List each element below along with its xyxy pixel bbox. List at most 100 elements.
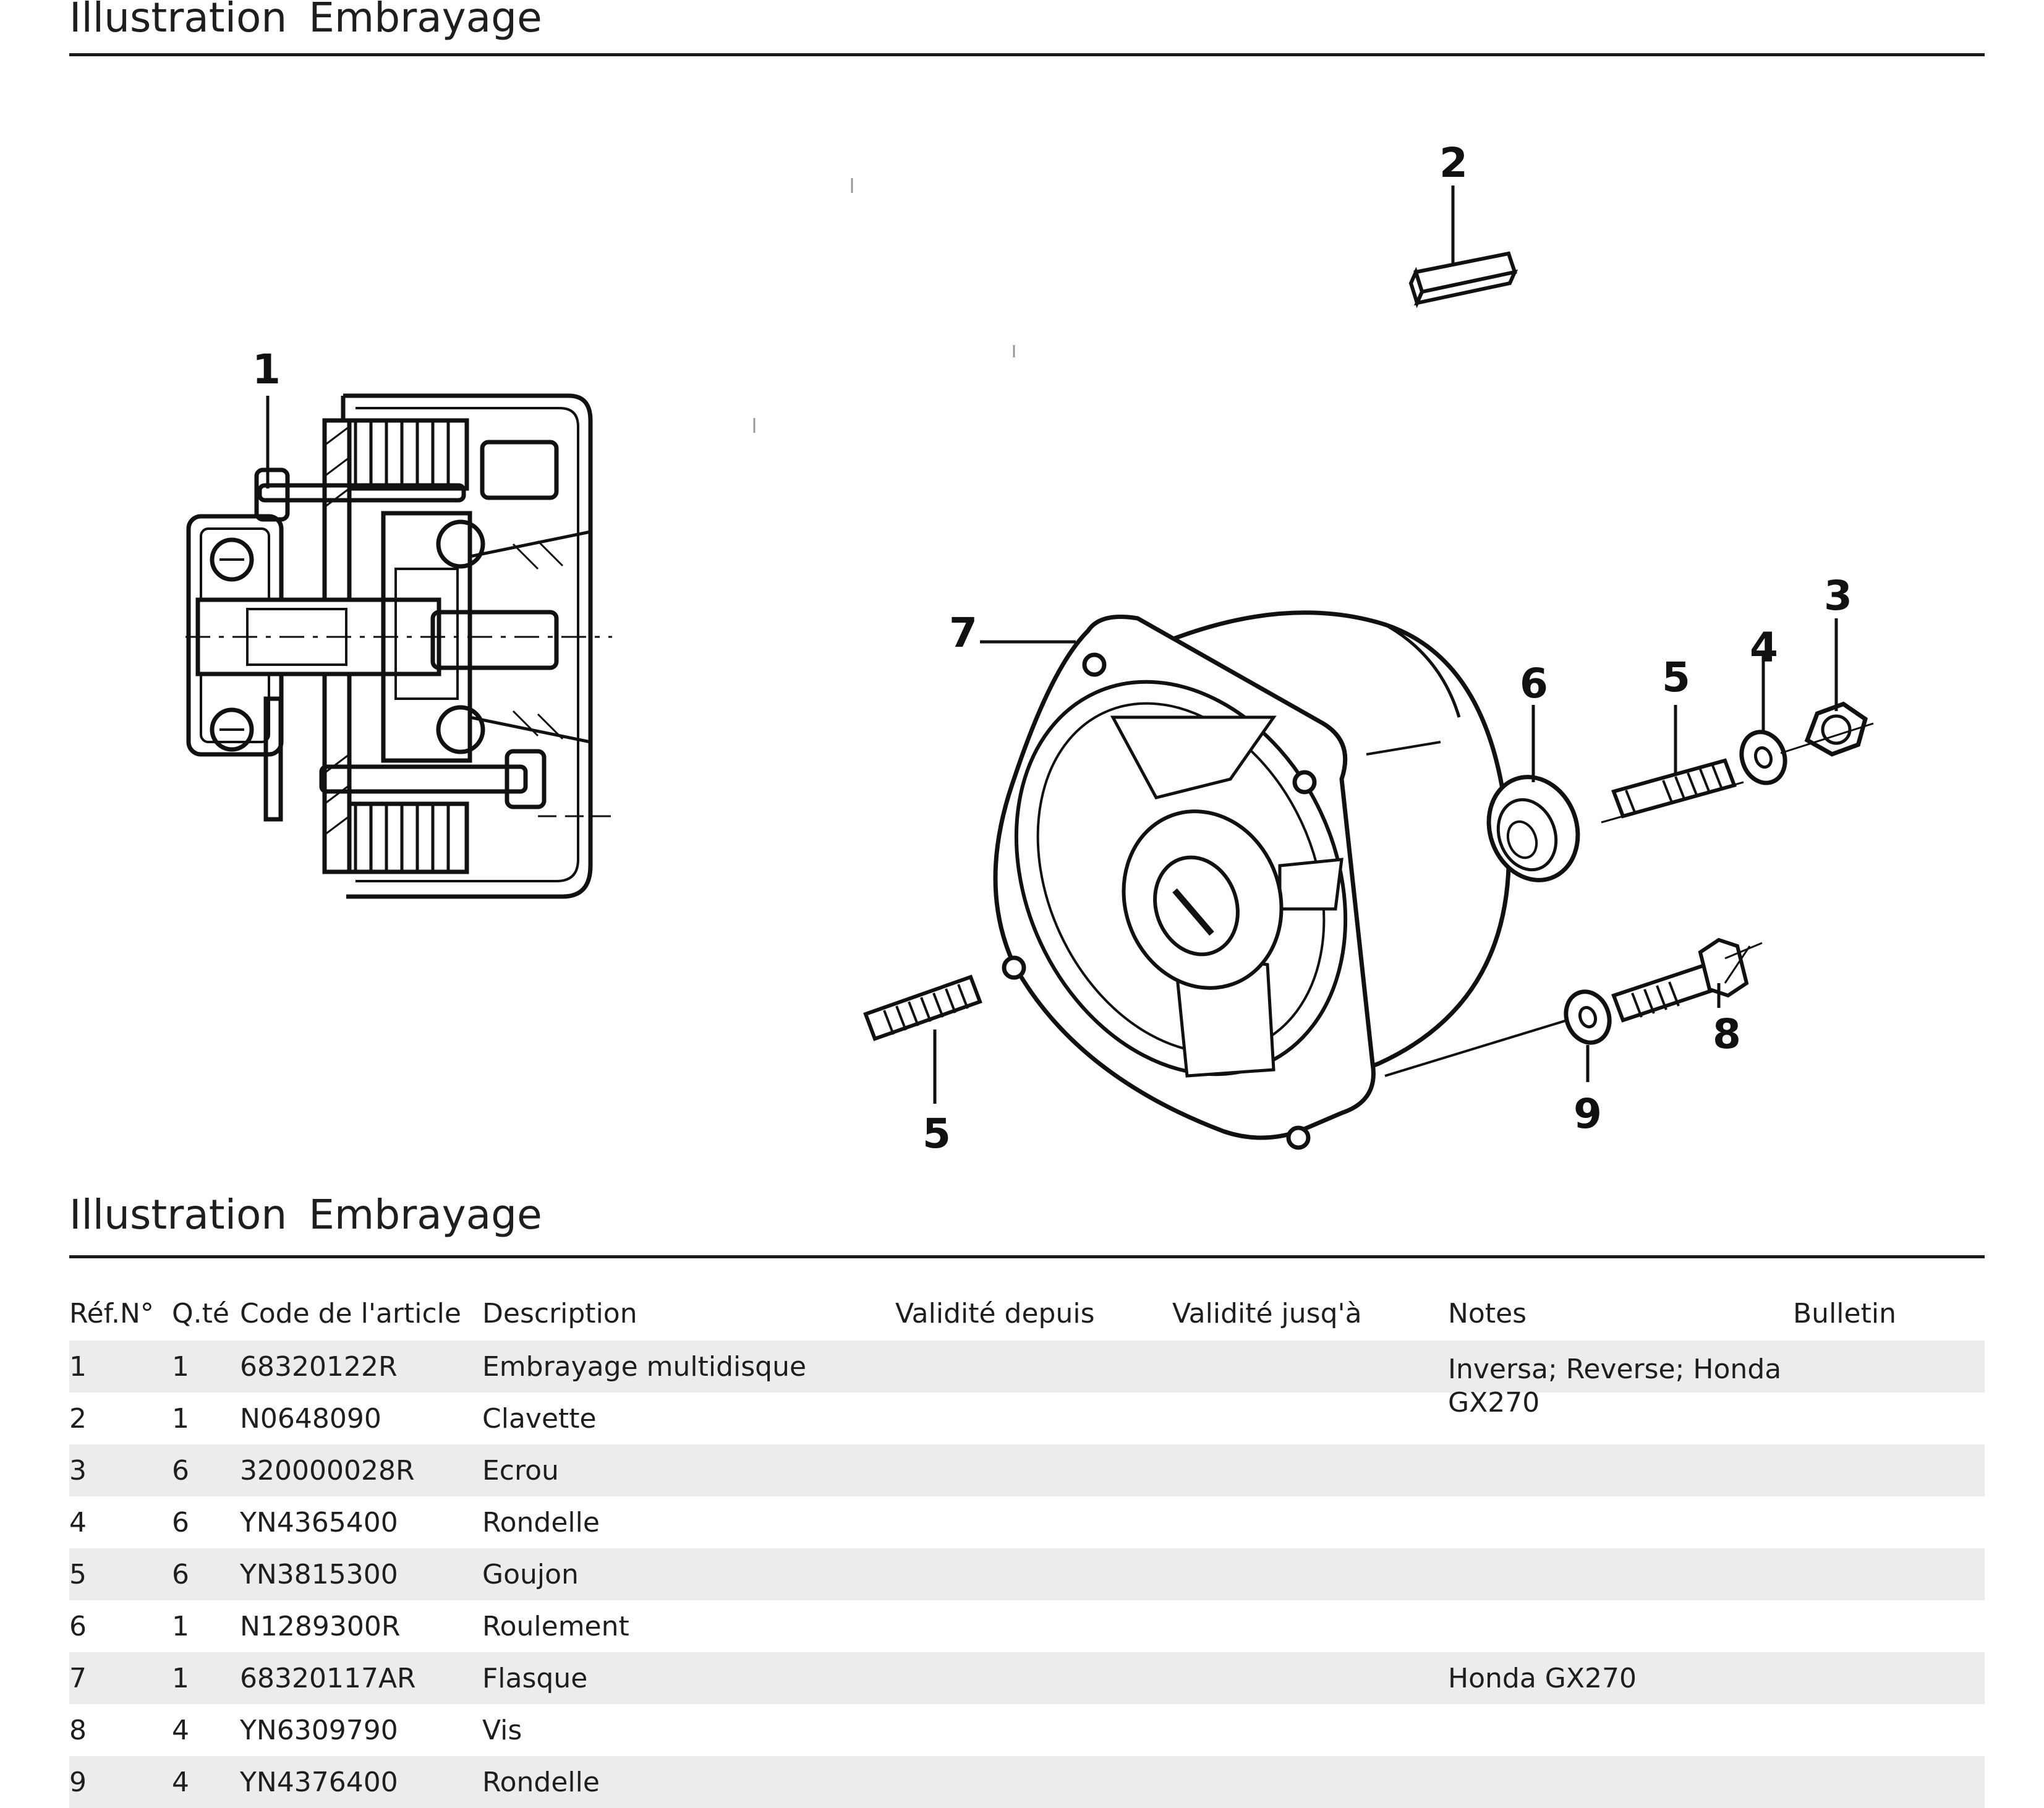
col-header-description: Description (482, 1297, 637, 1329)
callout-8: 8 (1713, 1010, 1741, 1058)
col-header-qty: Q.té (172, 1297, 229, 1329)
table-row: 8 4 YN6309790 Vis (69, 1704, 1985, 1756)
cell-ref: 1 (69, 1341, 172, 1392)
key-drawing (1408, 251, 1518, 309)
cell-notes: Honda GX270 (1448, 1652, 1793, 1704)
axis-line-upper-right (1780, 722, 1874, 754)
col-header-ref: Réf.N° (69, 1297, 154, 1329)
cell-qty: 6 (172, 1548, 240, 1600)
cell-ref: 9 (69, 1756, 172, 1808)
flange-housing-drawing (993, 610, 1511, 1150)
cell-code: 68320122R (240, 1341, 482, 1392)
table-row: 2 1 N0648090 Clavette (69, 1392, 1985, 1444)
table-row: 5 6 YN3815300 Goujon (69, 1548, 1985, 1600)
cell-code: N0648090 (240, 1402, 381, 1435)
cell-ref: 4 (69, 1506, 87, 1538)
col-header-bulletin: Bulletin (1793, 1297, 1896, 1329)
callout-3: 3 (1824, 572, 1852, 620)
cell-qty: 4 (172, 1714, 189, 1746)
parts-table: Réf.N° Q.té Code de l'article Descriptio… (69, 1286, 1985, 1808)
washer-4-drawing (1739, 730, 1787, 785)
cell-valid-from (895, 1444, 1172, 1496)
cell-valid-from (895, 1652, 1172, 1704)
cell-ref: 5 (69, 1548, 172, 1600)
page-title: Illustration Embrayage (69, 0, 542, 41)
cell-notes (1448, 1600, 1793, 1652)
cell-ref: 8 (69, 1714, 87, 1746)
clutch-assembly-drawing (185, 393, 612, 899)
cell-valid-to (1172, 1496, 1448, 1548)
cell-bulletin (1793, 1341, 1985, 1392)
cell-notes (1448, 1444, 1793, 1496)
table-row: 1 1 68320122R Embrayage multidisque Inve… (69, 1341, 1985, 1418)
cell-code: YN3815300 (240, 1548, 482, 1600)
exploded-parts-diagram: 1 2 3 4 5 6 7 8 9 5 (185, 139, 1874, 1158)
table-row: 3 6 320000028R Ecrou (69, 1444, 1985, 1496)
cell-bulletin (1793, 1756, 1985, 1808)
callout-6: 6 (1520, 660, 1548, 707)
table-row: 4 6 YN4365400 Rondelle (69, 1496, 1985, 1548)
cell-qty: 6 (172, 1506, 189, 1538)
cell-qty: 1 (172, 1341, 240, 1392)
cell-description: Rondelle (482, 1506, 600, 1538)
callout-5-lower: 5 (922, 1110, 951, 1158)
bearing-drawing (1486, 775, 1580, 882)
callout-7: 7 (949, 609, 977, 657)
cell-valid-from (895, 1341, 1172, 1392)
table-row: 7 1 68320117AR Flasque Honda GX270 (69, 1652, 1985, 1704)
cell-code: YN4365400 (240, 1506, 398, 1538)
cell-ref: 7 (69, 1652, 172, 1704)
callout-5-upper: 5 (1662, 654, 1690, 701)
table-row: 9 4 YN4376400 Rondelle (69, 1756, 1985, 1808)
cell-description: Goujon (482, 1548, 895, 1600)
cell-ref: 3 (69, 1444, 172, 1496)
cell-valid-from (895, 1496, 1172, 1548)
cell-bulletin (1793, 1392, 1985, 1444)
cell-valid-from (895, 1756, 1172, 1808)
cell-code: YN6309790 (240, 1714, 398, 1746)
title-divider (69, 53, 1985, 56)
table-row: 6 1 N1289300R Roulement (69, 1600, 1985, 1652)
col-header-valid-to: Validité jusq'à (1172, 1297, 1362, 1329)
cell-valid-to (1172, 1548, 1448, 1600)
cell-valid-from (895, 1704, 1172, 1756)
cell-qty: 1 (172, 1402, 189, 1435)
cell-bulletin (1793, 1704, 1985, 1756)
table-header-row: Réf.N° Q.té Code de l'article Descriptio… (69, 1286, 1985, 1341)
cell-valid-from (895, 1392, 1172, 1444)
cell-valid-from (895, 1548, 1172, 1600)
cell-qty: 1 (172, 1610, 189, 1642)
cell-description: Embrayage multidisque (482, 1341, 895, 1392)
nut-drawing (1804, 701, 1868, 757)
callout-4: 4 (1750, 624, 1778, 672)
table-title: Illustration Embrayage (69, 1191, 542, 1239)
callout-1: 1 (252, 346, 281, 393)
cell-bulletin (1793, 1600, 1985, 1652)
cell-bulletin (1793, 1652, 1985, 1704)
cell-code: YN4376400 (240, 1756, 482, 1808)
axis-line-upper-left (1601, 781, 1744, 824)
cell-description: Ecrou (482, 1444, 895, 1496)
notes-text: Inversa; Reverse; Honda GX270 (1448, 1354, 1782, 1418)
cell-valid-to (1172, 1704, 1448, 1756)
cell-bulletin (1793, 1444, 1985, 1496)
cell-valid-to (1172, 1444, 1448, 1496)
cell-valid-to (1172, 1652, 1448, 1704)
cell-notes (1448, 1496, 1793, 1548)
cell-notes (1448, 1548, 1793, 1600)
col-header-valid-from: Validité depuis (895, 1297, 1095, 1329)
cell-ref: 6 (69, 1610, 87, 1642)
cell-qty: 4 (172, 1756, 240, 1808)
cell-ref: 2 (69, 1402, 87, 1435)
col-header-code: Code de l'article (240, 1297, 461, 1329)
cell-bulletin (1793, 1496, 1985, 1548)
cell-description: Rondelle (482, 1756, 895, 1808)
callout-2: 2 (1439, 139, 1468, 187)
cell-code: 320000028R (240, 1444, 482, 1496)
stud-lower-drawing (863, 974, 982, 1041)
cell-description: Roulement (482, 1610, 629, 1642)
cell-valid-to (1172, 1600, 1448, 1652)
cell-valid-from (895, 1600, 1172, 1652)
cell-notes (1448, 1704, 1793, 1756)
callout-9: 9 (1573, 1090, 1602, 1138)
